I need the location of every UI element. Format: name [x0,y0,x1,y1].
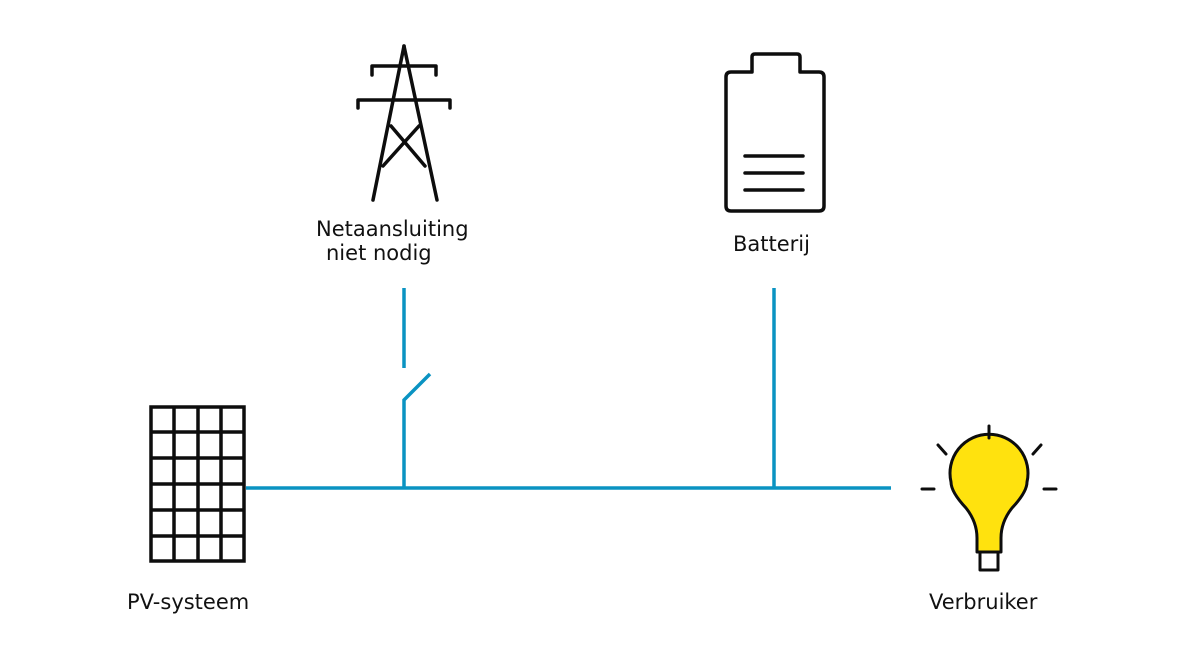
battery-label: Batterij [733,232,810,256]
solar-panel-icon [149,405,246,563]
grid-connection-label: Netaansluiting niet nodig [316,217,469,265]
grid-label-line1: Netaansluiting [316,217,469,241]
consumer-label: Verbruiker [929,590,1038,614]
battery-icon [724,52,826,213]
light-bulb-icon [920,424,1058,572]
grid-label-line2: niet nodig [326,241,432,265]
grid-switch-open [402,372,432,488]
pv-system-label: PV-systeem [127,590,250,614]
power-pylon-icon [356,44,452,202]
